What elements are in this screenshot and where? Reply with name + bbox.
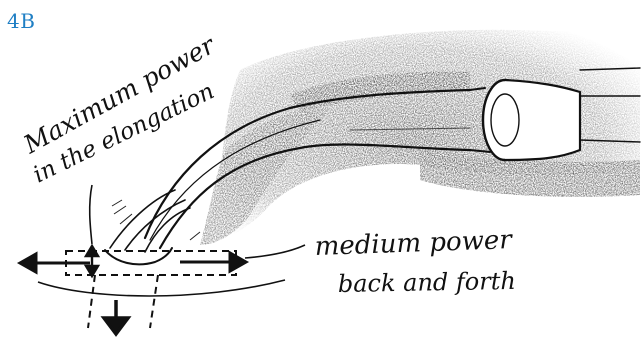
elongation-down-arrow xyxy=(104,300,128,334)
sweep-arc xyxy=(38,280,285,296)
annotation-maximum-power: Maximum power in the elongation xyxy=(18,30,221,189)
annotation-medium-power: medium power back and forth xyxy=(314,225,516,298)
back-forth-arrows xyxy=(20,253,246,272)
medium-power-line1: medium power xyxy=(314,225,514,262)
medium-power-line2: back and forth xyxy=(338,267,516,298)
